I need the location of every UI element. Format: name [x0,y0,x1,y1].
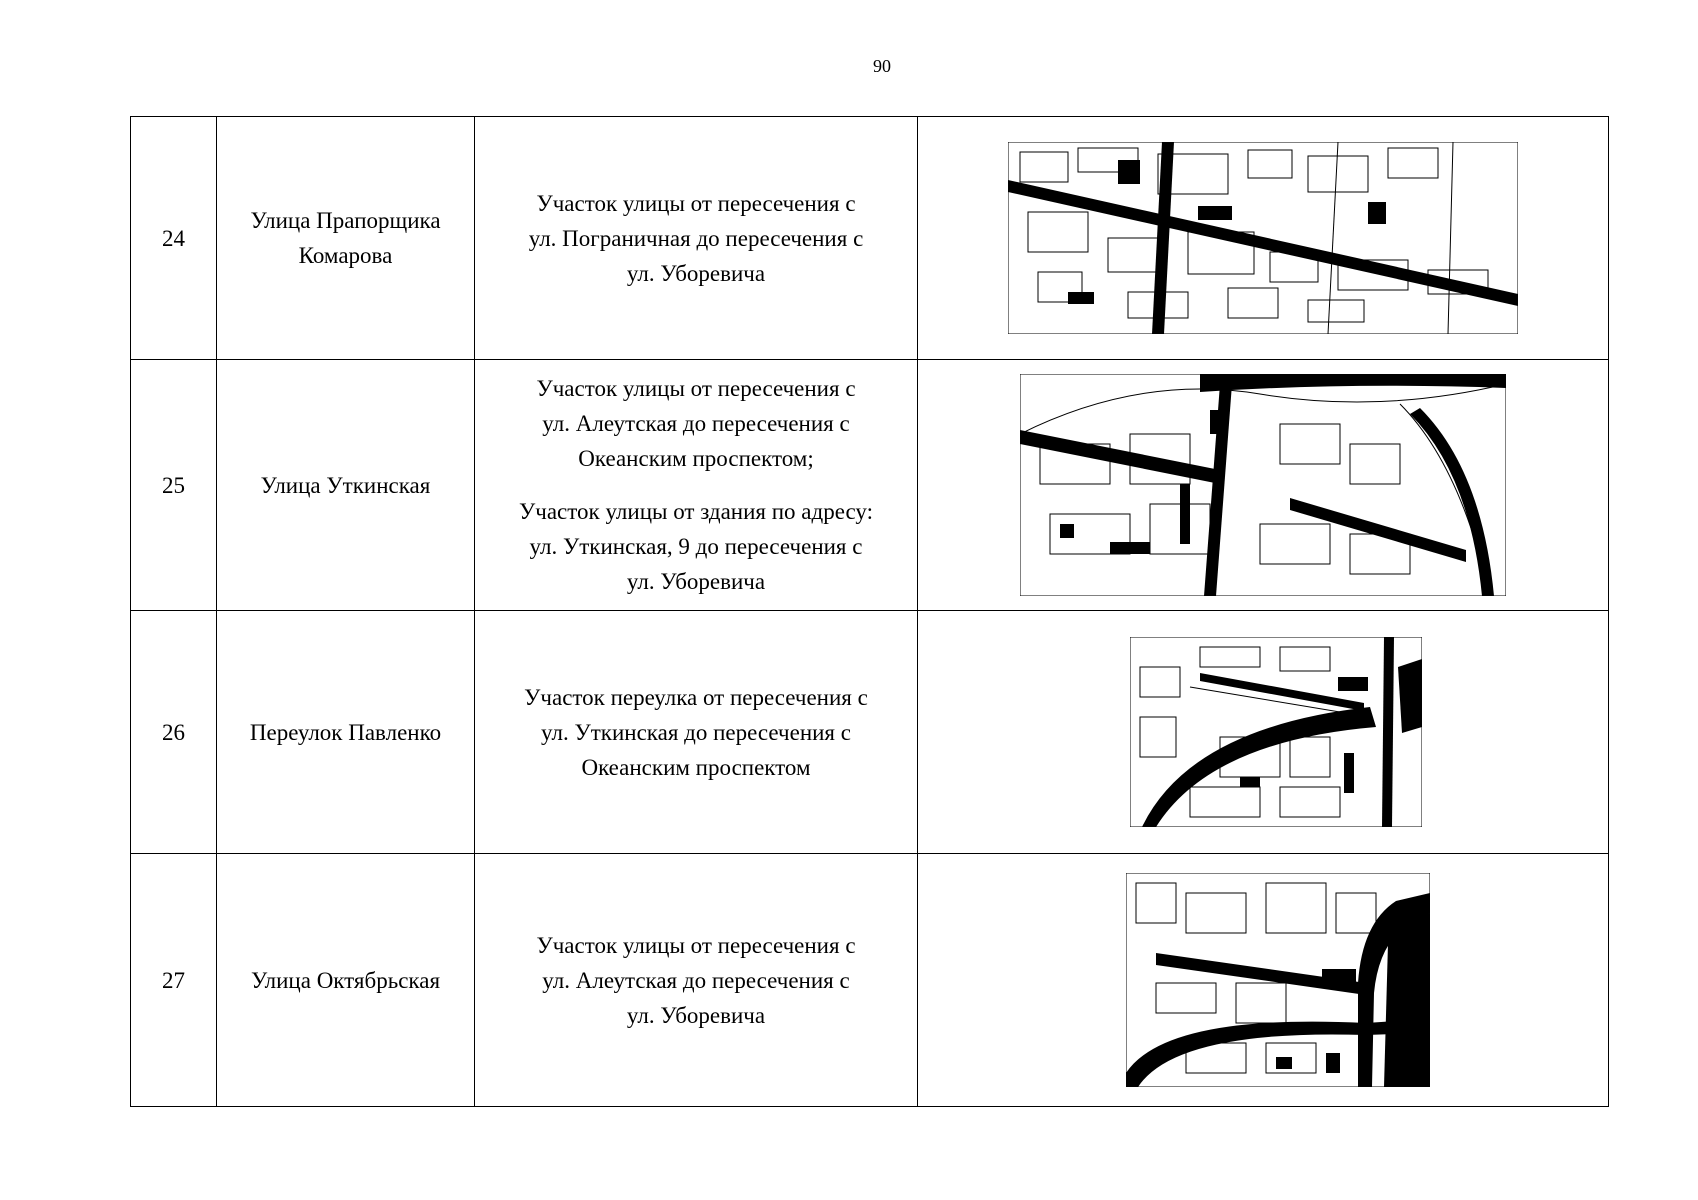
description-line: Участок улицы от пересечения с [536,376,856,401]
row-number: 26 [130,610,217,854]
description-paragraph: Участок улицы от здания по адресу: ул. У… [489,494,903,599]
street-name-line: Комарова [298,243,393,268]
section-description: Участок улицы от пересечения с ул. Алеут… [474,359,918,611]
row-number: 24 [130,116,217,360]
street-name: Переулок Павленко [216,610,475,854]
description-paragraph: Участок улицы от пересечения с ул. Погра… [489,186,903,291]
description-line: ул. Пограничная до пересечения с [528,225,864,251]
description-line: ул. Уткинская до пересечения с [541,719,851,745]
section-description: Участок улицы от пересечения с ул. Алеут… [474,853,918,1107]
table-row: 25 Улица Уткинская Участок улицы от пере… [130,359,1609,611]
street-name-line: Улица Уткинская [260,472,431,498]
map-image [1130,637,1422,827]
street-name-line: Улица Прапорщика [250,208,441,233]
description-line: Участок улицы от здания по адресу: [519,499,873,524]
description-paragraph: Участок улицы от пересечения с ул. Алеут… [489,371,903,476]
row-number: 27 [130,853,217,1107]
street-name-line: Переулок Павленко [249,719,442,745]
map-image [1008,142,1518,334]
street-name: Улица Уткинская [216,359,475,611]
description-paragraph: Участок улицы от пересечения с ул. Алеут… [489,928,903,1033]
map-image [1020,374,1506,596]
table-row: 24 Улица Прапорщика Комарова Участок ули… [130,116,1609,360]
section-description: Участок улицы от пересечения с ул. Погра… [474,116,918,360]
description-line: Океанским проспектом [581,754,811,780]
description-line: ул. Уборевича [626,569,766,594]
description-line: Участок переулка от пересечения с [524,684,868,710]
map-cell [917,610,1609,854]
street-name: Улица Прапорщика Комарова [216,116,475,360]
row-number: 25 [130,359,217,611]
description-line: Участок улицы от пересечения с [536,932,856,958]
page-number: 90 [873,56,891,76]
street-name: Улица Октябрьская [216,853,475,1107]
description-paragraph: Участок переулка от пересечения с ул. Ут… [489,680,903,785]
description-line: ул. Уборевича [626,260,766,286]
table-row: 27 Улица Октябрьская Участок улицы от пе… [130,853,1609,1107]
description-line: Участок улицы от пересечения с [536,190,856,216]
description-line: Океанским проспектом; [578,446,814,471]
map-image [1126,873,1430,1087]
table-row: 26 Переулок Павленко Участок переулка от… [130,610,1609,854]
street-name-line: Улица Октябрьская [250,967,441,993]
streets-table: 24 Улица Прапорщика Комарова Участок ули… [130,116,1609,1107]
map-cell [917,116,1609,360]
map-cell [917,359,1609,611]
map-cell [917,853,1609,1107]
description-line: ул. Алеутская до пересечения с [542,967,850,993]
description-line: ул. Алеутская до пересечения с [542,411,850,436]
section-description: Участок переулка от пересечения с ул. Ут… [474,610,918,854]
description-line: ул. Уборевича [626,1002,766,1028]
description-line: ул. Уткинская, 9 до пересечения с [529,534,863,559]
